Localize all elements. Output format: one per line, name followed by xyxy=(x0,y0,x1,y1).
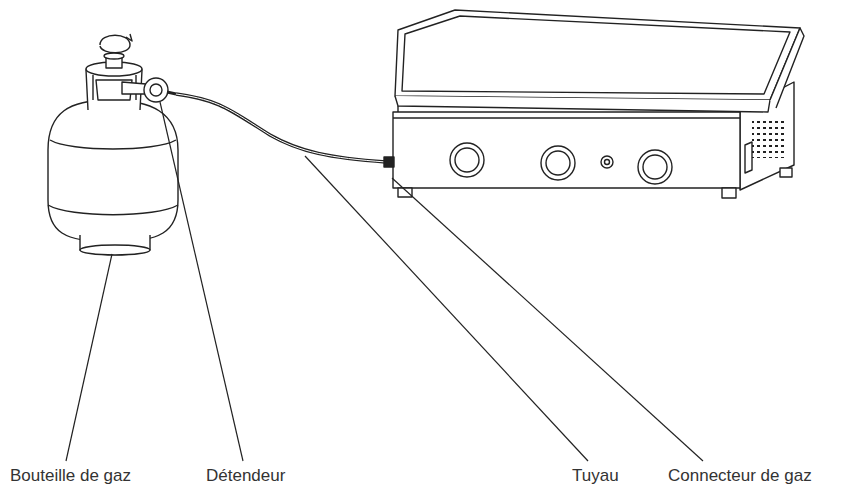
regulator xyxy=(122,78,176,102)
plancha xyxy=(384,10,804,198)
part-label: Tuyau xyxy=(572,466,619,486)
part-label: Connecteur de gaz xyxy=(668,466,812,486)
leader-lines xyxy=(66,102,703,461)
gas-hose xyxy=(176,94,386,162)
gas-bottle xyxy=(48,34,178,255)
part-label: Détendeur xyxy=(206,466,285,486)
part-label: Bouteille de gaz xyxy=(10,466,131,486)
